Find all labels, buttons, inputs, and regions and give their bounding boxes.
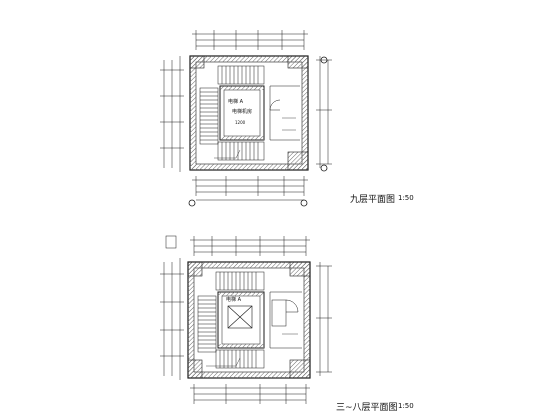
grid-bubble	[320, 164, 328, 172]
dimension-lines-left	[160, 235, 184, 380]
elevator-core	[217, 291, 265, 349]
dimension-lines-left	[160, 56, 184, 172]
plan-scale: 1:50	[398, 194, 414, 202]
room-label: 电梯机房	[232, 109, 253, 115]
dimension-lines-bottom	[190, 384, 310, 404]
plan-title: 九层平面图	[350, 195, 396, 205]
stair-run-top	[215, 271, 265, 291]
plan-title: 三~八层平面图	[336, 403, 398, 413]
grid-bubble	[320, 56, 328, 64]
dimension-lines-top	[192, 30, 308, 50]
dimension-lines-right	[316, 262, 332, 376]
stair-run-bottom	[217, 141, 265, 161]
stair-run-left	[199, 87, 219, 145]
floor-plan-upper	[160, 30, 332, 207]
dimension-lines-bottom	[192, 176, 308, 201]
dimension-text: 1200	[235, 120, 246, 125]
dimension-lines-right	[316, 56, 332, 168]
stair-run-bottom	[215, 349, 265, 369]
outer-walls	[189, 55, 309, 171]
room-label: 电梯 A	[228, 99, 244, 105]
room-label: 电梯 A	[226, 297, 242, 303]
plan-scale: 1:50	[398, 402, 414, 410]
elevator-cabin-symbol	[227, 305, 253, 329]
outer-walls	[187, 261, 311, 379]
annotation-leaders	[206, 333, 298, 367]
stair-run-top	[217, 65, 265, 85]
grid-bubble	[188, 199, 196, 207]
dimension-lines-top	[190, 236, 310, 256]
stair-run-left	[197, 295, 217, 353]
annotation-leaders	[214, 117, 296, 159]
elevator-core	[219, 85, 265, 141]
right-room-details	[269, 85, 300, 141]
floor-plan-lower	[160, 235, 332, 404]
grid-bubble	[300, 199, 308, 207]
right-room-details	[269, 291, 302, 349]
